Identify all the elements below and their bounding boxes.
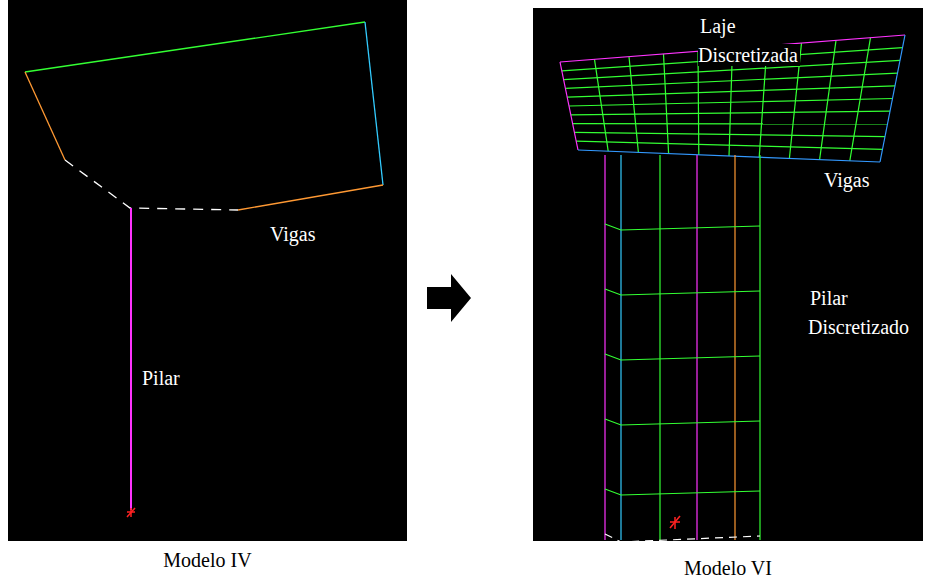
left-panel [8, 0, 407, 541]
part-label-text: Pilar [140, 367, 182, 389]
part-label: Laje Discretizada [698, 12, 820, 70]
right-panel [533, 8, 923, 541]
part-label: Pilar Discretizado [808, 284, 924, 342]
right-wireframe [560, 35, 905, 542]
part-label: Pilar [140, 364, 210, 393]
block-arrow [427, 274, 471, 322]
model-panel: Modelo IV [8, 0, 407, 541]
model-caption: Modelo VI [533, 557, 923, 580]
model-caption: Modelo IV [8, 549, 407, 572]
model-panel: Modelo VI [533, 8, 923, 541]
part-label-text: Vigas [822, 169, 871, 191]
part-label: Vigas [822, 166, 902, 195]
part-label-text: Pilar Discretizado [808, 287, 911, 338]
part-label: Vigas [268, 220, 358, 249]
part-label-text: Laje Discretizada [698, 15, 800, 66]
part-label-text: Vigas [268, 223, 317, 245]
left-wireframe [25, 22, 383, 517]
